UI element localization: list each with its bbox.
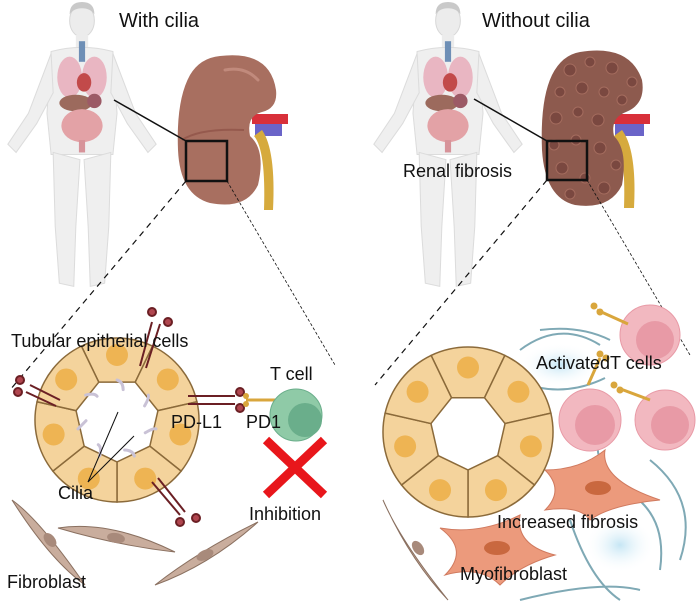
t-cell bbox=[269, 388, 323, 442]
label-renal-fibrosis: Renal fibrosis bbox=[403, 161, 513, 181]
label-activated-t-cells: ActivatedT cells bbox=[536, 353, 662, 373]
tubule-right bbox=[382, 346, 554, 518]
cell-nucleus bbox=[42, 423, 65, 446]
label-cilia: Cilia bbox=[58, 483, 94, 503]
title-with-cilia: With cilia bbox=[119, 10, 200, 32]
fibroblast-cells-left bbox=[11, 499, 259, 586]
label-pd-l1: PD-L1 bbox=[171, 412, 223, 432]
dashed-zoom-line-left-a bbox=[9, 180, 187, 391]
cilium bbox=[76, 419, 88, 431]
label-fibroblast: Fibroblast bbox=[7, 572, 87, 592]
cell-nucleus bbox=[484, 479, 507, 502]
cell-nucleus bbox=[77, 467, 100, 490]
dashed-zoom-line-left-b bbox=[226, 180, 336, 366]
ecm-fibers bbox=[514, 327, 687, 601]
cilium bbox=[143, 427, 158, 435]
cell-nucleus bbox=[106, 344, 128, 366]
connector-line-left bbox=[113, 99, 187, 142]
label-inhibition: Inhibition bbox=[249, 504, 322, 524]
label-t-cell: T cell bbox=[270, 364, 313, 384]
cell-nucleus bbox=[169, 423, 192, 446]
cilia-pointer-1 bbox=[87, 411, 119, 483]
label-tubular-epithelial-cells: Tubular epithelial cells bbox=[11, 331, 189, 351]
cilium bbox=[84, 392, 99, 398]
dashed-zoom-line-right-b bbox=[586, 179, 691, 356]
tubule-left bbox=[34, 337, 200, 503]
myofibroblasts bbox=[439, 448, 661, 586]
human-figure-right bbox=[373, 1, 523, 287]
healthy-kidney bbox=[177, 55, 288, 210]
inhibition-x-icon bbox=[262, 436, 328, 499]
connector-line-right bbox=[473, 98, 548, 142]
label-increased-fibrosis: Increased fibrosis bbox=[497, 512, 639, 532]
label-pd1: PD1 bbox=[246, 412, 282, 432]
cilium bbox=[123, 448, 136, 458]
cell-nucleus bbox=[507, 380, 530, 403]
cell-nucleus bbox=[134, 467, 157, 490]
cell-nucleus bbox=[156, 368, 179, 391]
fibrotic-kidney bbox=[541, 50, 650, 208]
title-without-cilia: Without cilia bbox=[482, 10, 590, 32]
zoom-box-left bbox=[184, 139, 229, 183]
cell-nucleus bbox=[457, 356, 479, 379]
dashed-zoom-line-right-a bbox=[374, 179, 548, 386]
cell-nucleus bbox=[394, 435, 417, 458]
cilium bbox=[115, 378, 125, 392]
cilium bbox=[143, 393, 150, 408]
cell-nucleus bbox=[55, 368, 78, 391]
fibroblast-cell-right bbox=[382, 499, 449, 601]
cell-nucleus bbox=[406, 380, 429, 403]
pd-l1-receptors bbox=[13, 307, 245, 527]
cilia-pointer-2 bbox=[87, 435, 135, 483]
zoom-box-right bbox=[545, 139, 589, 182]
label-myofibroblast: Myofibroblast bbox=[460, 564, 568, 584]
cell-nucleus bbox=[519, 435, 542, 458]
activated-t-cells bbox=[558, 302, 696, 452]
cell-nucleus bbox=[429, 479, 452, 502]
